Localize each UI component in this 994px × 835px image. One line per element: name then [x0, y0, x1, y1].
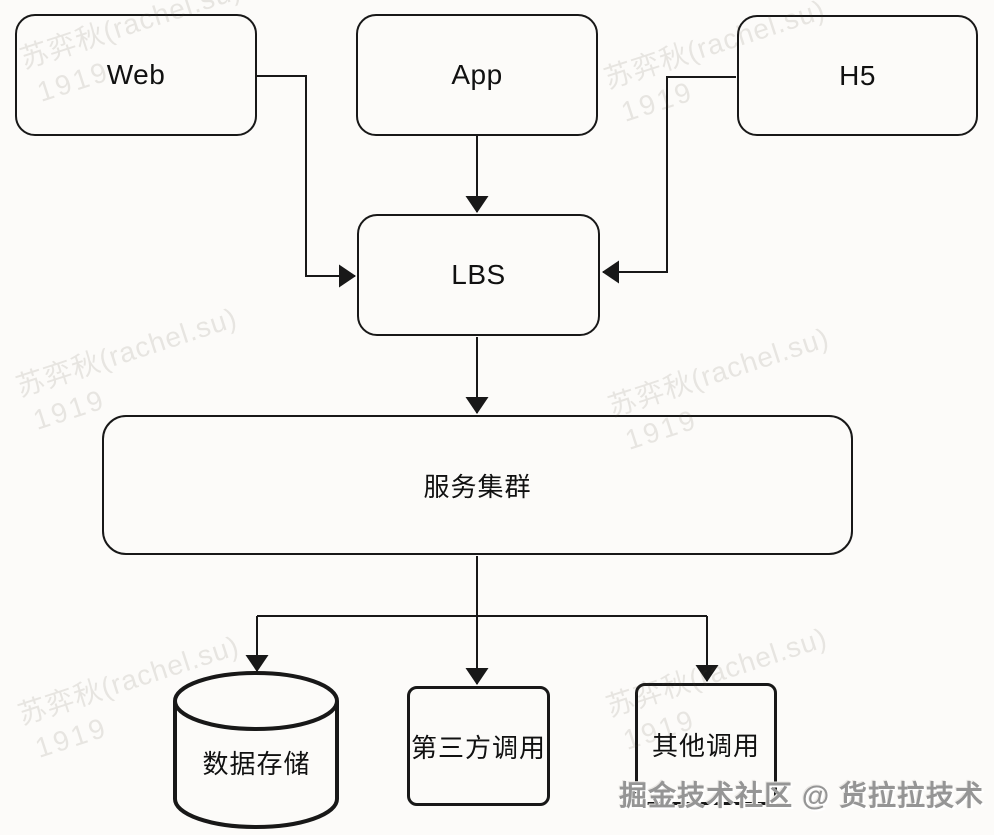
node-h5-label: H5 [839, 59, 876, 91]
node-service-cluster-label: 服务集群 [423, 471, 532, 502]
node-other-call: 其他调用 [635, 683, 777, 805]
edge-h5-lbs [602, 76, 736, 284]
node-web: Web [15, 14, 257, 136]
cylinder-shape [173, 671, 339, 829]
node-third-party-call: 第三方调用 [407, 686, 550, 806]
node-service-cluster: 服务集群 [102, 415, 853, 555]
attribution-text: 掘金技术社区 @ 货拉拉技术 [619, 780, 984, 811]
edge-web-lbs [257, 75, 356, 288]
edge-cluster-branch-bar [257, 556, 707, 617]
node-data-storage-label: 数据存储 [202, 749, 311, 779]
node-third-party-call-label: 第三方调用 [410, 732, 546, 763]
node-web-label: Web [106, 59, 166, 90]
node-lbs-label: LBS [451, 259, 506, 290]
node-lbs: LBS [357, 214, 600, 336]
node-h5: H5 [737, 15, 978, 136]
node-other-call-label: 其他调用 [651, 730, 760, 761]
node-app: App [356, 14, 598, 136]
node-app-label: App [451, 59, 503, 90]
